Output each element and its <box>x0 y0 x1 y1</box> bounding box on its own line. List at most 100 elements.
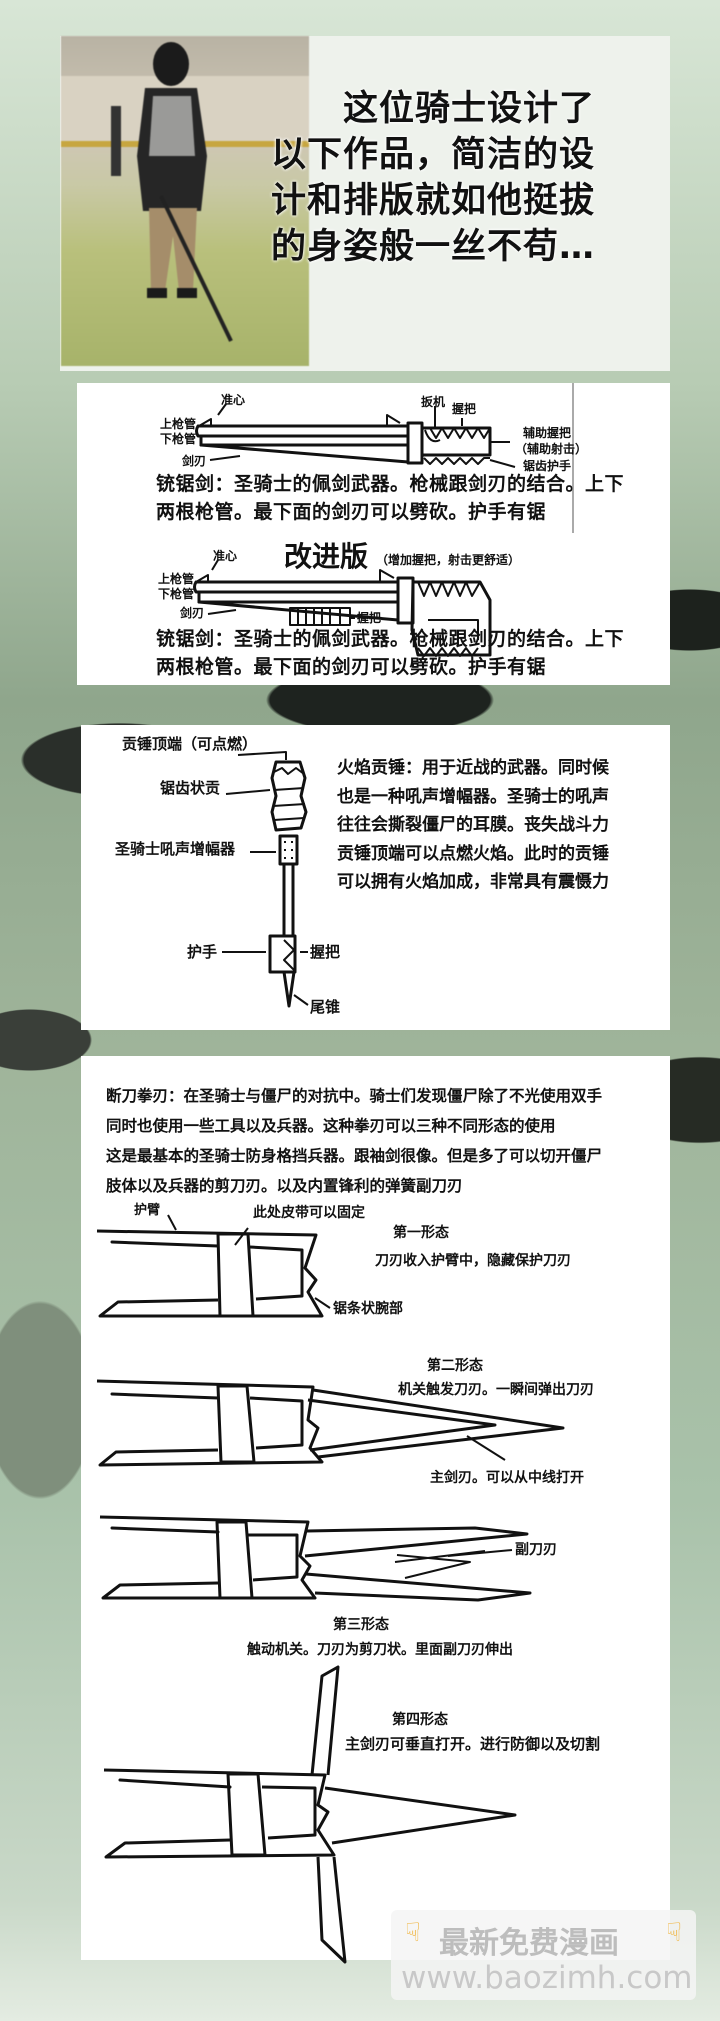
label-strap: 此处皮带可以固定 <box>253 1205 365 1221</box>
shaft <box>282 864 295 935</box>
form2-title: 第二形态 <box>427 1358 483 1374</box>
label-lower-barrel: 下枪管 <box>158 587 195 601</box>
intro-text: 这位骑士设计了 以下作品，简洁的设 计和排版就如他挺拔 的身姿般一丝不苟… <box>235 86 595 270</box>
form4-desc: 主剑刃可垂直打开。进行防御以及切割 <box>345 1735 601 1753</box>
hammer-description: 火焰贡锤：用于近战的武器。同时候 也是一种吼声增幅器。圣骑士的吼声 往往会撕裂僵… <box>337 760 609 903</box>
improved-note: （增加握把，射击更舒适） <box>376 553 521 567</box>
knight-photo <box>61 36 309 366</box>
arm-guard <box>96 1379 324 1467</box>
label-sight: 准心 <box>213 549 238 563</box>
lower-scissor-blade <box>305 1572 532 1602</box>
knight-figure <box>61 42 309 342</box>
label-line <box>207 559 355 619</box>
inner-box <box>249 1396 304 1450</box>
label-trigger: 扳机 <box>421 395 446 409</box>
sub-blade <box>394 1550 486 1579</box>
arm-guard <box>99 1515 317 1600</box>
main-blade <box>307 1388 565 1459</box>
guard <box>268 934 297 974</box>
front-grip <box>289 607 351 626</box>
description-line: 同时也使用一些工具以及兵器。这种拳刃可以三种不同形态的使用 <box>106 1117 556 1135</box>
intro-line: 以下作品，简洁的设 <box>270 135 595 175</box>
amplifier-holes <box>284 841 293 859</box>
label-hammer-top: 贡锤顶端（可点燃） <box>122 735 258 753</box>
label-line <box>447 1549 513 1557</box>
inner-box <box>261 1785 317 1840</box>
arm-guard <box>103 1768 336 1859</box>
label-upper-barrel: 上枪管 <box>158 572 195 586</box>
rear-sight <box>379 569 395 582</box>
form3-drawing <box>99 1515 532 1602</box>
panel-divider <box>572 383 574 533</box>
label-aux-grip: 辅助握把 <box>523 426 572 440</box>
gun-saw-caption: 两根枪管。最下面的剑刃可以劈砍。护手有锯 <box>156 501 547 523</box>
description-line: 往往会撕裂僵尸的耳膜。丧失战斗力 <box>337 815 609 836</box>
arm-guard <box>96 1229 324 1318</box>
label-saw-head: 锯齿状贡 <box>160 779 221 797</box>
rear-sight <box>386 414 401 426</box>
form4-title: 第四形态 <box>392 1712 448 1728</box>
improved-title: 改进版 <box>284 540 369 573</box>
blade <box>199 443 410 464</box>
improved-caption: 铳锯剑：圣骑士的佩剑武器。枪械跟剑刃的结合。上下 <box>156 628 625 650</box>
tail-spike <box>282 971 296 1008</box>
saw-teeth <box>272 767 306 821</box>
amplifier <box>278 834 299 866</box>
saw-guard <box>423 457 490 465</box>
hammer-panel <box>81 725 670 1030</box>
label-wrist: 锯条状腕部 <box>333 1301 403 1317</box>
label-main-blade: 主剑刃。可以从中线打开 <box>430 1470 584 1486</box>
fist-blade-panel <box>81 1056 670 1960</box>
description-line: 断刀拳刃：在圣骑士与僵尸的对抗中。骑士们发现僵尸除了不光使用双手 <box>106 1087 603 1105</box>
pointing-down-hand-icon: ☟ <box>405 1918 421 1948</box>
trigger <box>424 429 441 443</box>
strap <box>215 1520 254 1600</box>
upper-vertical-blade <box>310 1665 340 1776</box>
receiver <box>396 576 415 625</box>
watermark-url: www.baozimh.com <box>401 1960 693 1996</box>
form2-desc: 机关触发刀刃。一瞬间弹出刀刃 <box>398 1382 594 1398</box>
label-tail: 尾锥 <box>310 998 341 1016</box>
gun-saw-panel <box>77 383 670 685</box>
description-line: 火焰贡锤：用于近战的武器。同时候 <box>337 758 609 778</box>
label-grip: 握把 <box>452 402 477 416</box>
intro-line: 计和排版就如他挺拔 <box>270 181 595 221</box>
grip-wrap <box>283 939 295 971</box>
intro-line: 这位骑士设计了 <box>342 89 595 129</box>
improved-gun-saw-drawing <box>193 559 492 657</box>
label-amplifier: 圣骑士吼声增幅器 <box>115 840 236 858</box>
gun-saw-drawing <box>195 403 516 468</box>
inner-box <box>249 1245 304 1301</box>
label-line <box>167 1214 331 1309</box>
form1-title: 第一形态 <box>393 1225 449 1241</box>
label-line <box>222 751 309 1006</box>
label-upper-barrel: 上枪管 <box>160 417 197 431</box>
form1-drawing <box>96 1214 331 1318</box>
strap <box>216 1232 255 1318</box>
description-line: 可以拥有火焰加成，非常具有震慑力 <box>337 872 609 893</box>
main-blade-horizontal <box>324 1786 517 1845</box>
label-line <box>466 1435 506 1461</box>
label-blade: 剑刃 <box>180 606 205 620</box>
description-line: 贡锤顶端可以点燃火焰。此时的贡锤 <box>337 843 609 864</box>
improved-caption: 两根枪管。最下面的剑刃可以劈砍。护手有锯 <box>156 656 547 678</box>
label-sub-blade: 副刀刃 <box>515 1542 557 1558</box>
description-line: 也是一种吼声增幅器。圣骑士的吼声 <box>337 786 609 807</box>
description-line: 这是最基本的圣骑士防身格挡兵器。跟袖剑很像。但是多了可以切开僵尸 <box>106 1147 603 1165</box>
label-aux-grip-note: （辅助射击） <box>515 442 588 456</box>
strap <box>216 1384 256 1464</box>
inner-box <box>247 1533 299 1582</box>
label-grip: 握把 <box>357 611 382 625</box>
watermark: ☟ 最新免费漫画 ☟ www.baozimh.com <box>391 1910 696 2000</box>
intro-panel: 这位骑士设计了 以下作品，简洁的设 计和排版就如他挺拔 的身姿般一丝不苟… <box>60 36 670 371</box>
label-arm-guard: 护臂 <box>134 1203 161 1218</box>
label-lower-barrel: 下枪管 <box>160 432 197 446</box>
upper-scissor-blade <box>304 1526 529 1558</box>
grip-texture <box>417 581 481 657</box>
grip <box>420 426 492 457</box>
flame-hammer-drawing <box>222 751 309 1008</box>
form4-drawing <box>103 1665 517 1964</box>
receiver <box>406 421 424 465</box>
grip-texture <box>429 427 491 439</box>
